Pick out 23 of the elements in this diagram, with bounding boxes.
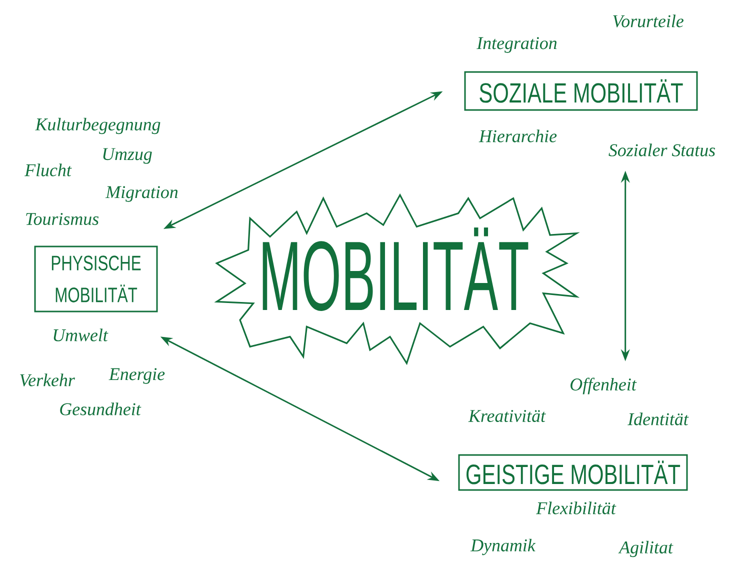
keyword: Umwelt: [54, 328, 108, 342]
starburst: MOBILITÄT: [214, 193, 580, 366]
keyword: Flexibilität: [536, 502, 616, 514]
keyword: Integration: [476, 37, 557, 53]
keyword: Offenheit: [570, 378, 637, 394]
keyword: Vorurteile: [613, 14, 684, 28]
keyword: Gesundheit: [60, 402, 142, 416]
keyword: Migration: [105, 186, 178, 202]
keyword: Energie: [108, 368, 165, 384]
keyword: Verkehr: [20, 374, 75, 386]
keyword: Kreativität: [468, 410, 546, 422]
keyword: Agilitat: [618, 540, 674, 558]
keyword: Hierarchie: [478, 130, 557, 142]
keyword: Flucht: [24, 164, 72, 176]
keyword: Sozialer Status: [608, 144, 716, 156]
outlined-box: SOZIALE MOBILITÄT: [464, 71, 698, 111]
keyword: Kulturbegegnung: [35, 118, 160, 134]
keyword: Identität: [628, 412, 689, 426]
keyword: Umzug: [103, 148, 152, 164]
outlined-box: PHYSISCHE MOBILITÄT: [34, 246, 158, 312]
keyword: Tourismus: [26, 212, 99, 226]
keyword: Dynamik: [470, 538, 536, 556]
outlined-box: GEISTIGE MOBILITÄT: [458, 454, 688, 491]
